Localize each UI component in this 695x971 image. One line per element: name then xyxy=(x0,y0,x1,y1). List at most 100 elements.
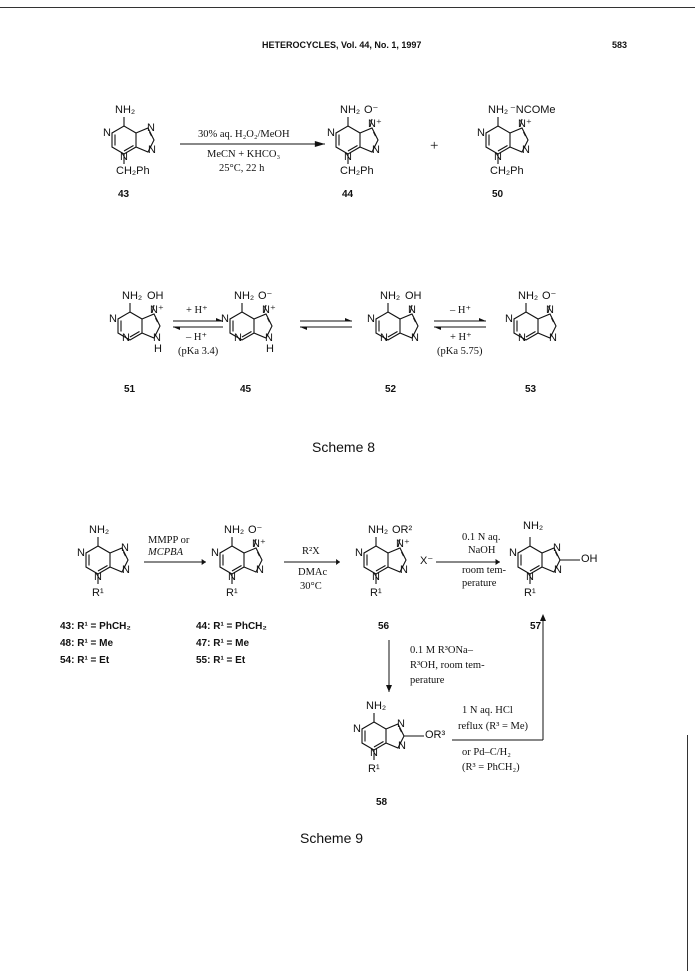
substituent-line: 54: R¹ = Et xyxy=(60,655,110,666)
compound-number: 50 xyxy=(492,189,504,200)
page-number: 583 xyxy=(612,40,628,50)
atom-label: O⁻ xyxy=(248,524,263,536)
arrow-scheme9-step4 xyxy=(386,640,392,692)
atom-label: N xyxy=(397,718,405,730)
atom-label: N⁺ xyxy=(150,304,164,316)
atom-label: N xyxy=(526,571,534,583)
reagent-label: perature xyxy=(410,675,445,686)
reagent-label: NaOH xyxy=(468,545,496,556)
atom-label: N⁺ xyxy=(518,118,532,130)
atom-label: NH₂ xyxy=(366,700,387,712)
atom-label: NH₂ xyxy=(368,524,389,536)
equilibrium-label: – H⁺ xyxy=(450,305,471,316)
reagent-label: room tem- xyxy=(462,565,507,576)
page-top-rule xyxy=(0,7,695,8)
atom-label: N xyxy=(148,144,156,156)
atom-label: N xyxy=(546,304,554,316)
atom-label: R¹ xyxy=(370,587,382,599)
atom-label: O⁻ xyxy=(542,290,557,302)
atom-label: OR³ xyxy=(425,729,446,741)
molecule-45-skeleton xyxy=(229,303,273,341)
atom-label: N xyxy=(400,564,408,576)
atom-label: N xyxy=(353,723,361,735)
equilibrium-arrows-2 xyxy=(300,318,352,330)
substituent-line: 55: R¹ = Et xyxy=(196,655,246,666)
atom-label: N xyxy=(408,304,416,316)
atom-label: N xyxy=(265,332,273,344)
compound-number: 56 xyxy=(378,621,390,632)
atom-label: H xyxy=(154,343,162,355)
plus-sign: + xyxy=(430,138,439,154)
atom-label: N xyxy=(509,547,517,559)
compound-number: 52 xyxy=(385,384,397,395)
molecule-44-47-55-skeleton xyxy=(219,537,263,584)
atom-label: NH₂ xyxy=(380,290,401,302)
scheme-9-caption: Scheme 9 xyxy=(300,830,364,846)
atom-label: R¹ xyxy=(92,587,104,599)
atom-label: OH xyxy=(405,290,422,302)
molecule-44-skeleton xyxy=(335,117,379,164)
reagent-label: reflux (R³ = Me) xyxy=(458,721,529,732)
atom-label: O⁻ xyxy=(258,290,273,302)
reagent-label: 1 N aq. HCl xyxy=(462,705,513,716)
atom-label: NH₂ xyxy=(115,104,136,116)
running-header: HETEROCYCLES, Vol. 44, No. 1, 1997 xyxy=(262,40,422,50)
arrow-scheme9-step2 xyxy=(283,558,341,566)
substituent-line: 44: R¹ = PhCH₂ xyxy=(196,621,267,632)
atom-label: N xyxy=(94,571,102,583)
molecule-50-skeleton xyxy=(485,117,529,164)
atom-label: N xyxy=(120,151,128,163)
atom-label: N xyxy=(477,127,485,139)
equilibrium-arrows-1 xyxy=(173,318,223,330)
atom-label: N xyxy=(505,313,513,325)
compound-number: 57 xyxy=(530,621,542,632)
atom-label: CH₂Ph xyxy=(116,165,150,177)
substituent-line: 43: R¹ = PhCH₂ xyxy=(60,621,131,632)
atom-label: N xyxy=(103,127,111,139)
reagent-label: 0.1 M R³ONa– xyxy=(410,645,473,656)
atom-label: N xyxy=(398,740,406,752)
compound-number: 45 xyxy=(240,384,252,395)
atom-label: NH₂ xyxy=(340,104,361,116)
atom-label: N xyxy=(549,332,557,344)
reagent-label: DMAc xyxy=(298,567,328,578)
molecule-58-skeleton xyxy=(361,713,424,760)
atom-label: N xyxy=(344,151,352,163)
atom-label: N xyxy=(370,747,378,759)
atom-label: N xyxy=(77,547,85,559)
atom-label: OH xyxy=(581,553,598,565)
atom-label: ⁻NCOMe xyxy=(510,104,556,116)
atom-label: N xyxy=(256,564,264,576)
reagent-label: or Pd–C/H₂ xyxy=(462,747,511,758)
reagent-label: R³OH, room tem- xyxy=(410,660,485,671)
atom-label: CH₂Ph xyxy=(490,165,524,177)
atom-label: O⁻ xyxy=(364,104,379,116)
molecule-43-48-54-skeleton xyxy=(85,537,129,584)
atom-label: N⁺ xyxy=(396,538,410,550)
atom-label: N xyxy=(380,332,388,344)
molecule-51-skeleton xyxy=(117,303,161,341)
atom-label: N xyxy=(211,547,219,559)
compound-number: 51 xyxy=(124,384,136,395)
compound-number: 44 xyxy=(342,189,354,200)
molecule-43-skeleton xyxy=(111,117,155,164)
equilibrium-label: – H⁺ xyxy=(186,332,207,343)
molecule-56-skeleton xyxy=(363,537,407,584)
reagent-label: 25°C, 22 h xyxy=(219,163,265,174)
substituent-line: 48: R¹ = Me xyxy=(60,638,114,649)
atom-label: N xyxy=(518,332,526,344)
atom-label: OR² xyxy=(392,524,413,536)
atom-label: N xyxy=(221,313,229,325)
page-margin-rule xyxy=(687,735,688,971)
molecule-53-skeleton xyxy=(513,303,557,341)
atom-label: N⁺ xyxy=(252,538,266,550)
atom-label: N xyxy=(411,332,419,344)
atom-label: N xyxy=(367,313,375,325)
atom-label: N xyxy=(121,542,129,554)
equilibrium-arrows-3 xyxy=(434,318,486,330)
reagent-label: 30°C xyxy=(300,581,322,592)
reagent-label: MCPBA xyxy=(148,547,183,558)
compound-number: 43 xyxy=(118,189,130,200)
atom-label: CH₂Ph xyxy=(340,165,374,177)
